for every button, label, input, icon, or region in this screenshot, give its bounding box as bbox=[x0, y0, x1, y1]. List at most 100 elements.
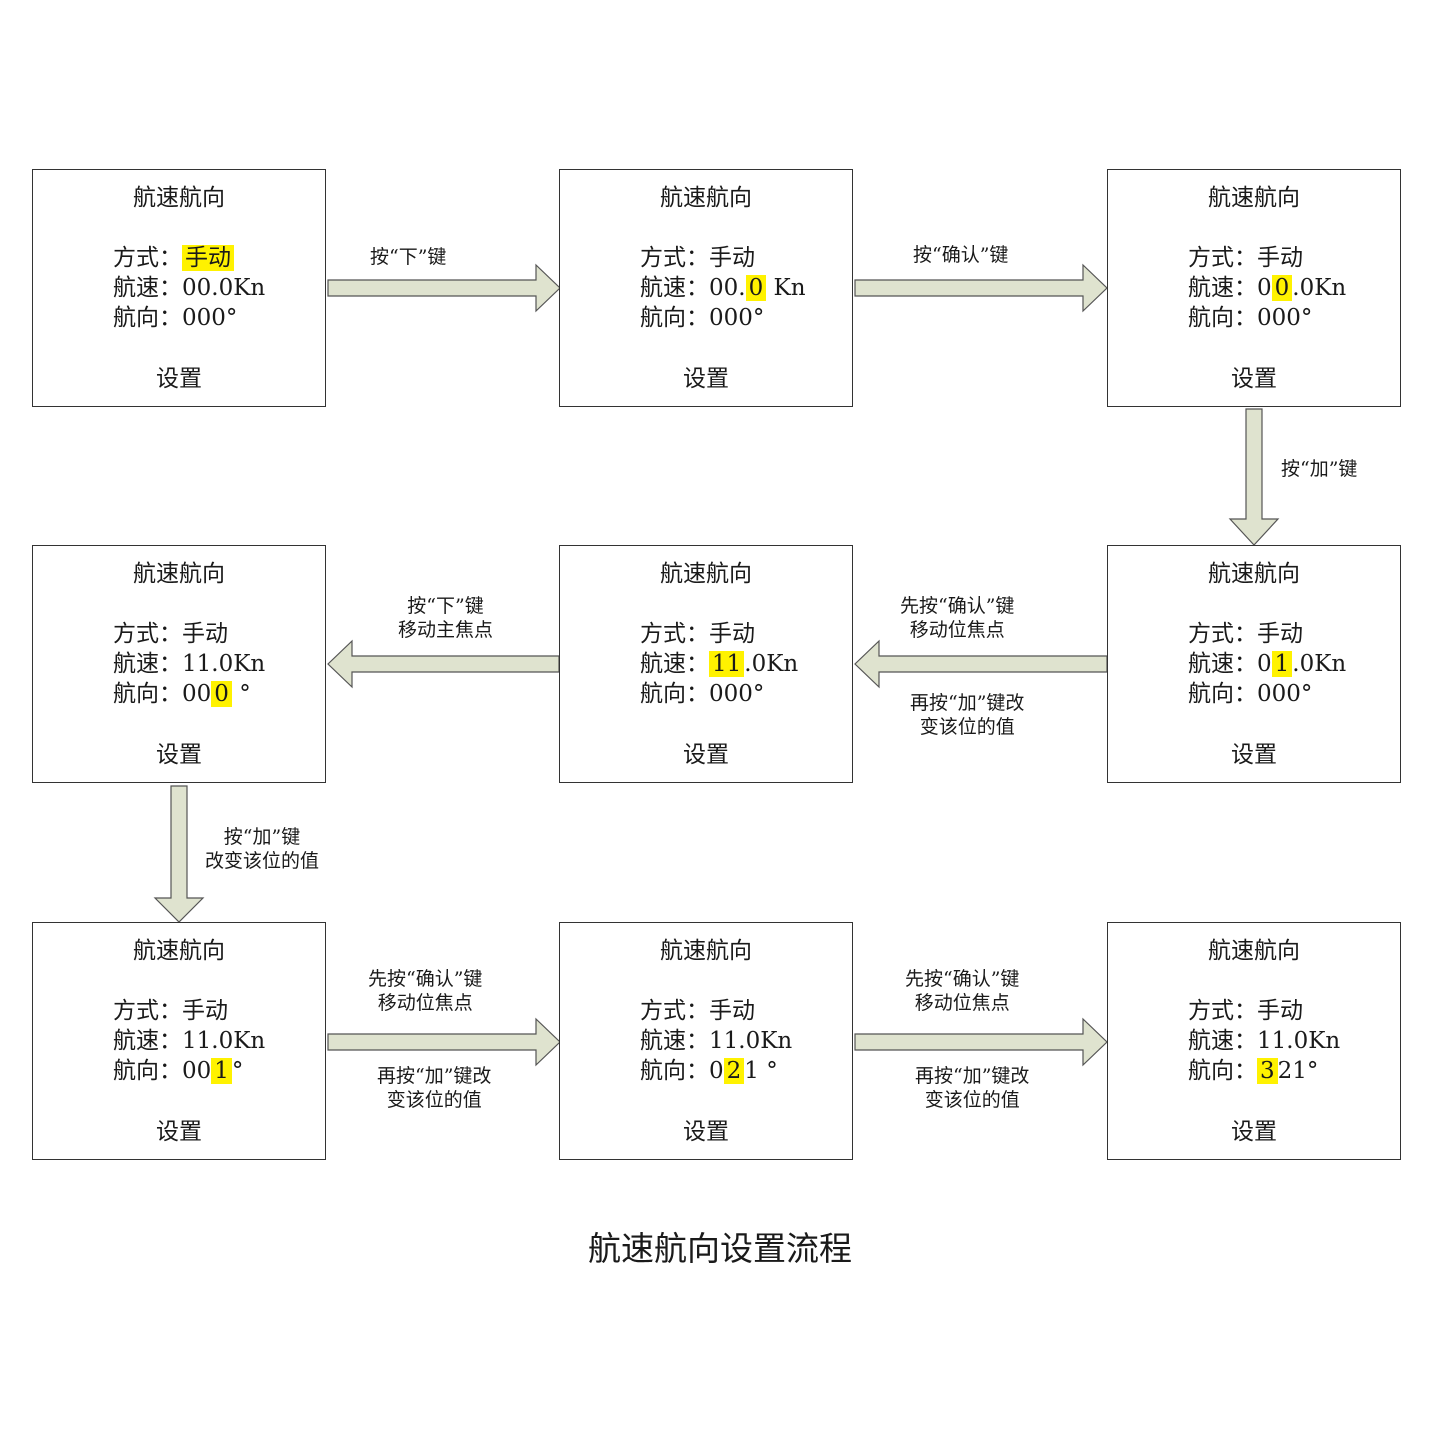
heading-label: 航向： bbox=[1188, 305, 1257, 331]
panel-footer: 设置 bbox=[156, 742, 202, 768]
heading-value: 000° bbox=[709, 305, 765, 331]
arrow-p1-to-p2 bbox=[327, 263, 561, 313]
speed-value: 11.0Kn bbox=[182, 1028, 266, 1054]
speed-label: 航速： bbox=[113, 1028, 182, 1054]
heading-label: 航向： bbox=[640, 681, 709, 707]
arrow-p4-to-p5 bbox=[854, 639, 1108, 689]
speed-row: 航速：11.0Kn bbox=[640, 1026, 792, 1056]
mode-row: 方式：手动 bbox=[113, 243, 234, 273]
heading-row: 航向：000° bbox=[1188, 303, 1312, 333]
heading-label: 航向： bbox=[113, 305, 182, 331]
heading-label: 航向： bbox=[1188, 681, 1257, 707]
heading-label: 航向： bbox=[1188, 1058, 1257, 1084]
heading-row: 航向：000° bbox=[640, 303, 764, 333]
mode-label: 方式： bbox=[640, 998, 709, 1024]
panel-footer: 设置 bbox=[683, 366, 729, 392]
arrow-label-p4-p5-above: 先按“确认”键 移动位焦点 bbox=[900, 595, 1015, 641]
speed-segment: 00. bbox=[709, 275, 746, 301]
panel-title: 航速航向 bbox=[660, 561, 752, 587]
heading-label: 航向： bbox=[640, 1058, 709, 1084]
speed-focus-digit: 11 bbox=[709, 651, 745, 677]
panel-footer: 设置 bbox=[1231, 742, 1277, 768]
heading-focus-digit: 1 bbox=[211, 1058, 232, 1084]
heading-value: 000° bbox=[182, 305, 238, 331]
arrow-p7-to-p8 bbox=[327, 1017, 561, 1067]
speed-row: 航速：11.0Kn bbox=[113, 1026, 265, 1056]
speed-value: 11.0Kn bbox=[1257, 1028, 1341, 1054]
arrow-p8-to-p9 bbox=[854, 1017, 1108, 1067]
mode-row: 方式：手动 bbox=[113, 996, 228, 1026]
speed-segment: .0Kn bbox=[744, 651, 799, 677]
heading-segment: 0 bbox=[709, 1058, 724, 1084]
speed-focus-digit: 0 bbox=[745, 275, 767, 301]
heading-value: 000° bbox=[1257, 305, 1313, 331]
speed-label: 航速： bbox=[640, 275, 709, 301]
speed-label: 航速： bbox=[113, 651, 182, 677]
speed-label: 航速： bbox=[1188, 651, 1257, 677]
mode-row: 方式：手动 bbox=[1188, 619, 1303, 649]
panel-footer: 设置 bbox=[1231, 366, 1277, 392]
heading-focus-digit: 2 bbox=[723, 1058, 745, 1084]
diagram-caption: 航速航向设置流程 bbox=[588, 1229, 852, 1268]
speed-row: 航速：11.0Kn bbox=[113, 649, 265, 679]
mode-row: 方式：手动 bbox=[640, 996, 755, 1026]
mode-row: 方式：手动 bbox=[640, 243, 755, 273]
panel-title: 航速航向 bbox=[133, 185, 225, 211]
heading-value: 000° bbox=[1257, 681, 1313, 707]
heading-segment: ° bbox=[231, 1058, 244, 1084]
panel-title: 航速航向 bbox=[1208, 561, 1300, 587]
speed-focus-digit: 1 bbox=[1271, 651, 1293, 677]
arrow-label-p1-p2: 按“下”键 bbox=[370, 246, 447, 268]
mode-row: 方式：手动 bbox=[1188, 243, 1303, 273]
heading-segment: 21° bbox=[1277, 1058, 1319, 1084]
mode-value: 手动 bbox=[1257, 998, 1303, 1024]
speed-label: 航速： bbox=[640, 651, 709, 677]
panel-title: 航速航向 bbox=[133, 561, 225, 587]
mode-value: 手动 bbox=[1257, 621, 1303, 647]
mode-value: 手动 bbox=[182, 621, 228, 647]
panel-footer: 设置 bbox=[683, 742, 729, 768]
speed-segment: Kn bbox=[766, 275, 806, 301]
mode-value: 手动 bbox=[709, 998, 755, 1024]
speed-value: 00.0Kn bbox=[182, 275, 266, 301]
speed-segment: 0 bbox=[1257, 651, 1272, 677]
speed-label: 航速： bbox=[1188, 1028, 1257, 1054]
arrow-p3-to-p4 bbox=[1228, 408, 1280, 546]
mode-value: 手动 bbox=[182, 245, 234, 271]
panel-footer: 设置 bbox=[1231, 1119, 1277, 1145]
mode-label: 方式： bbox=[640, 621, 709, 647]
arrow-label-p2-p3: 按“确认”键 bbox=[913, 244, 1009, 266]
panel-footer: 设置 bbox=[156, 1119, 202, 1145]
mode-label: 方式： bbox=[113, 998, 182, 1024]
heading-row: 航向：000° bbox=[640, 679, 764, 709]
speed-label: 航速： bbox=[640, 1028, 709, 1054]
heading-label: 航向： bbox=[640, 305, 709, 331]
speed-row: 航速：11.0Kn bbox=[1188, 1026, 1340, 1056]
arrow-label-p5-p6: 按“下”键 移动主焦点 bbox=[398, 595, 494, 641]
mode-value: 手动 bbox=[182, 998, 228, 1024]
heading-row: 航向：000° bbox=[1188, 679, 1312, 709]
heading-segment: 1 ° bbox=[744, 1058, 778, 1084]
mode-label: 方式： bbox=[1188, 998, 1257, 1024]
mode-row: 方式：手动 bbox=[113, 619, 228, 649]
speed-row: 航速：00.0Kn bbox=[113, 273, 265, 303]
heading-focus-digit: 3 bbox=[1257, 1058, 1278, 1084]
mode-row: 方式：手动 bbox=[640, 619, 755, 649]
arrow-label-p7-p8-above: 先按“确认”键 移动位焦点 bbox=[368, 968, 483, 1014]
speed-row: 航速：00.0 Kn bbox=[640, 273, 806, 303]
speed-segment: .0Kn bbox=[1292, 651, 1347, 677]
speed-segment: .0Kn bbox=[1292, 275, 1347, 301]
heading-label: 航向： bbox=[113, 681, 182, 707]
panel-title: 航速航向 bbox=[1208, 185, 1300, 211]
speed-value: 11.0Kn bbox=[182, 651, 266, 677]
speed-label: 航速： bbox=[1188, 275, 1257, 301]
